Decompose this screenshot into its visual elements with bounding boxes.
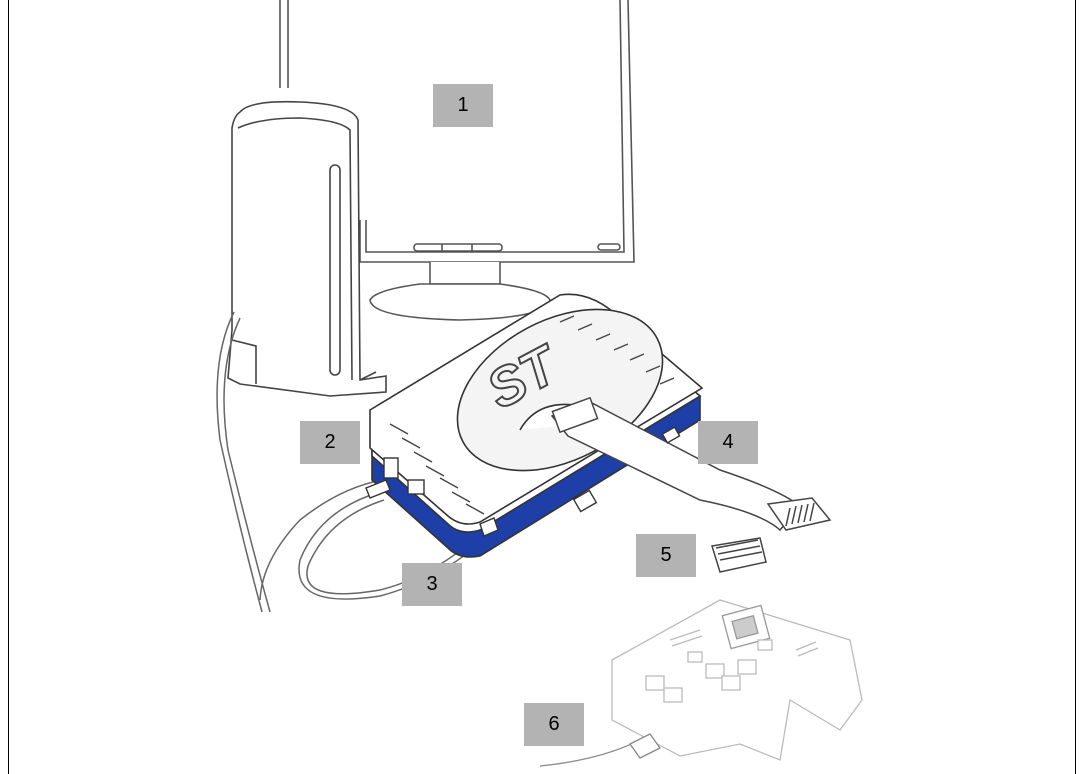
callout-4: 4 (698, 421, 758, 464)
callout-2: 2 (300, 421, 360, 464)
adapter (712, 538, 766, 572)
callout-6: 6 (524, 703, 584, 746)
callout-1: 1 (433, 84, 493, 127)
target-board (540, 600, 862, 766)
callout-5: 5 (636, 534, 696, 577)
callout-3: 3 (402, 563, 462, 606)
